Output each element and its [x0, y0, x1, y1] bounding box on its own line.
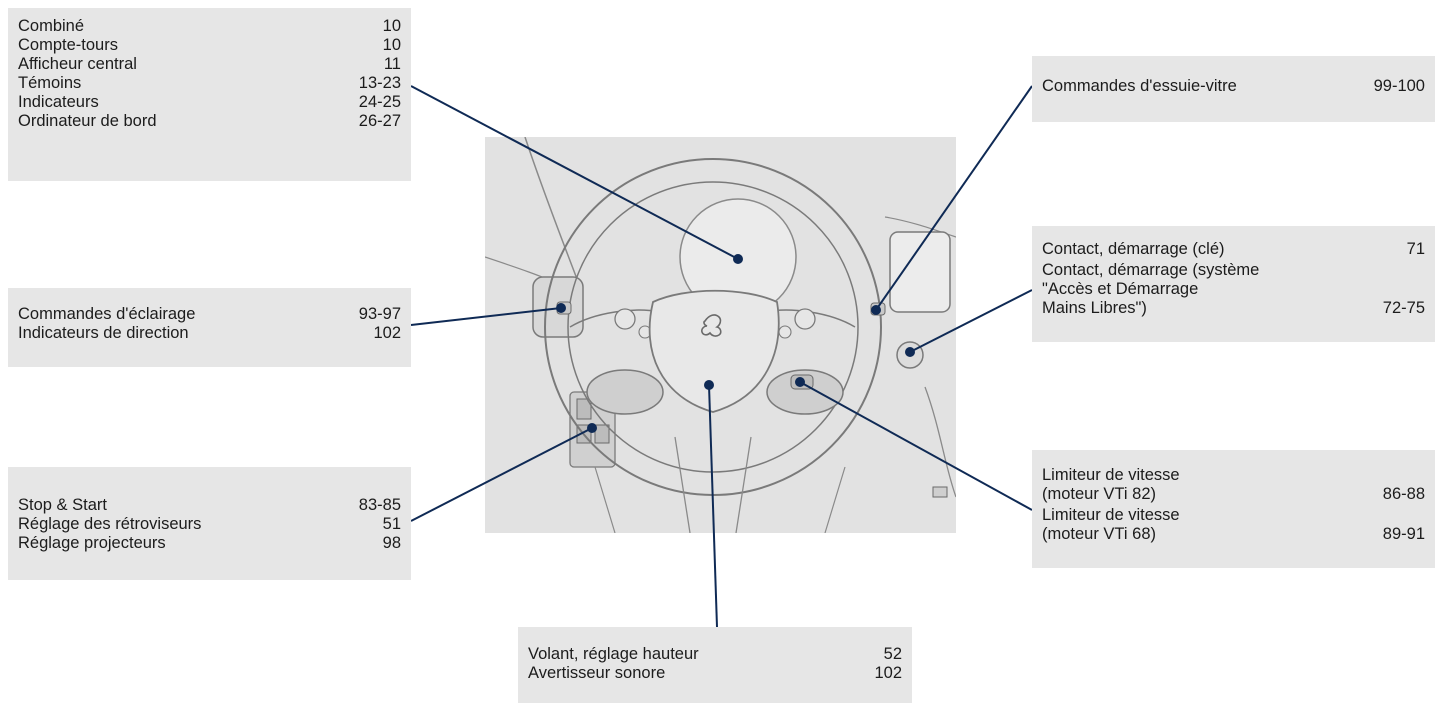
- index-page: 51: [382, 515, 401, 533]
- steering-wheel-drawing: [484, 136, 957, 534]
- index-label: Réglage projecteurs: [18, 534, 166, 552]
- callout-instrument-cluster: Combiné 10 Compte-tours 10 Afficheur centr…: [8, 8, 411, 181]
- index-row[interactable]: Compte-tours 10: [18, 36, 401, 55]
- callout-lighting: Commandes d'éclairage 93-97 Indicateurs d…: [8, 288, 411, 367]
- index-page: 89-91: [1382, 525, 1425, 543]
- index-page: 11: [383, 55, 401, 73]
- index-row[interactable]: Avertisseur sonore 102: [528, 664, 902, 683]
- index-page: 26-27: [358, 112, 401, 130]
- index-label: Stop & Start: [18, 496, 107, 514]
- index-page: 102: [874, 664, 902, 682]
- index-row[interactable]: Commandes d'éclairage 93-97: [18, 305, 401, 324]
- index-label: Volant, réglage hauteur: [528, 645, 699, 663]
- callout-stop-start: Stop & Start 83-85 Réglage des rétroviseu…: [8, 467, 411, 580]
- index-row[interactable]: Ordinateur de bord 26-27: [18, 112, 401, 131]
- index-page: 98: [382, 534, 401, 552]
- index-label: Contact, démarrage (clé): [1042, 240, 1225, 258]
- index-page: 99-100: [1373, 77, 1425, 95]
- index-row[interactable]: Indicateurs 24-25: [18, 93, 401, 112]
- index-row[interactable]: Réglage des rétroviseurs 51: [18, 515, 401, 534]
- index-row[interactable]: Volant, réglage hauteur 52: [528, 645, 902, 664]
- index-label: Limiteur de vitesse (moteur VTi 82): [1042, 466, 1180, 503]
- callout-wipers: Commandes d'essuie-vitre 99-100: [1032, 56, 1435, 122]
- lion-emblem-icon: [701, 314, 722, 337]
- index-label: Compte-tours: [18, 36, 118, 54]
- index-row[interactable]: Commandes d'essuie-vitre 99-100: [1042, 77, 1425, 96]
- index-label: Indicateurs de direction: [18, 324, 189, 342]
- index-page: 86-88: [1382, 485, 1425, 503]
- index-page: 93-97: [358, 305, 401, 323]
- index-row[interactable]: Afficheur central 11: [18, 55, 401, 74]
- index-label: Avertisseur sonore: [528, 664, 666, 682]
- index-row[interactable]: Limiteur de vitesse (moteur VTi 82) 86-88: [1042, 466, 1425, 504]
- index-page: 83-85: [358, 496, 401, 514]
- index-row[interactable]: Contact, démarrage (clé) 71: [1042, 240, 1425, 259]
- index-label: Commandes d'éclairage: [18, 305, 196, 323]
- index-row[interactable]: Contact, démarrage (système "Accès et Dé…: [1042, 261, 1425, 318]
- index-row[interactable]: Combiné 10: [18, 17, 401, 36]
- dashboard-illustration: [484, 136, 957, 534]
- index-label: Ordinateur de bord: [18, 112, 157, 130]
- index-row[interactable]: Témoins 13-23: [18, 74, 401, 93]
- index-label: Contact, démarrage (système "Accès et Dé…: [1042, 261, 1260, 317]
- index-page: 24-25: [358, 93, 401, 111]
- index-page: 72-75: [1382, 299, 1425, 317]
- index-label: Commandes d'essuie-vitre: [1042, 77, 1237, 95]
- callout-speed-limiter: Limiteur de vitesse (moteur VTi 82) 86-88…: [1032, 450, 1435, 568]
- index-label: Réglage des rétroviseurs: [18, 515, 202, 533]
- index-page: 71: [1406, 240, 1425, 258]
- index-row[interactable]: Réglage projecteurs 98: [18, 534, 401, 553]
- index-page: 102: [373, 324, 401, 342]
- index-label: Combiné: [18, 17, 85, 35]
- index-label: Témoins: [18, 74, 82, 92]
- index-row[interactable]: Indicateurs de direction 102: [18, 324, 401, 343]
- index-row[interactable]: Limiteur de vitesse (moteur VTi 68) 89-91: [1042, 506, 1425, 544]
- index-page: 52: [883, 645, 902, 663]
- index-page: 10: [382, 36, 401, 54]
- callout-ignition: Contact, démarrage (clé) 71 Contact, déma…: [1032, 226, 1435, 342]
- index-page: 13-23: [358, 74, 401, 92]
- index-row[interactable]: Stop & Start 83-85: [18, 496, 401, 515]
- index-label: Limiteur de vitesse (moteur VTi 68): [1042, 506, 1180, 543]
- index-label: Indicateurs: [18, 93, 99, 111]
- index-page: 10: [382, 17, 401, 35]
- callout-steering-wheel: Volant, réglage hauteur 52 Avertisseur so…: [518, 627, 912, 703]
- index-label: Afficheur central: [18, 55, 137, 73]
